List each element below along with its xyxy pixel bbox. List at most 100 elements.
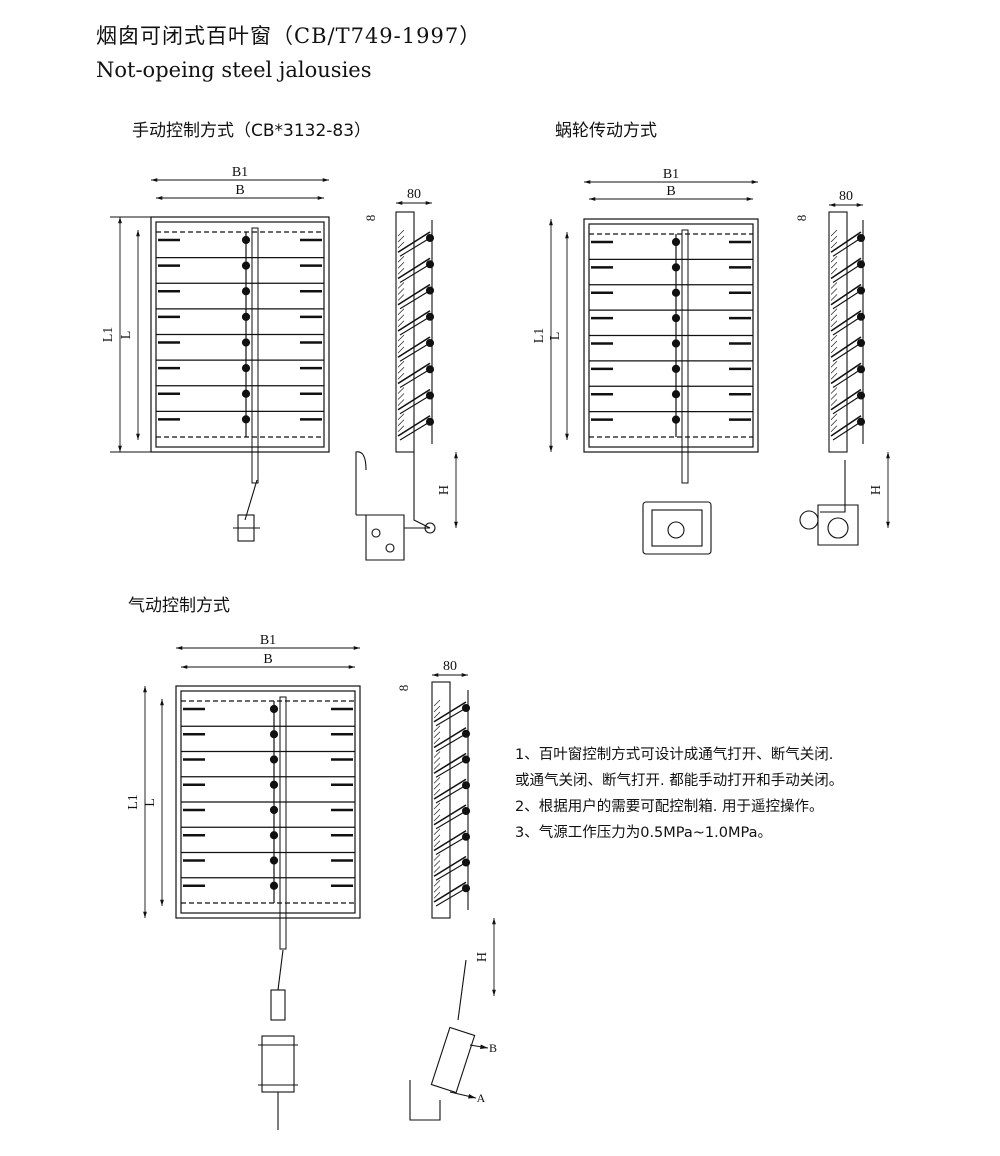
hatch-line (830, 282, 838, 289)
worm-gear-icon (827, 517, 849, 539)
hatch-line (397, 425, 405, 432)
bolt-icon (385, 543, 395, 553)
slat-section (433, 727, 467, 749)
hatch-line (433, 860, 441, 867)
linkage-node (461, 806, 471, 816)
linkage-node (856, 233, 866, 243)
hatch-line (830, 413, 838, 420)
handle-wire (244, 479, 258, 521)
slat-section (435, 810, 467, 830)
dimension-label: B1 (260, 633, 276, 648)
linkage-node (461, 703, 471, 713)
side-frame (431, 681, 451, 919)
slat-section (399, 237, 431, 257)
frame-outer (583, 218, 759, 453)
slat-section (399, 316, 431, 336)
dimension-label: 8 (363, 215, 378, 222)
linkage-node (856, 286, 866, 295)
hatch-line (433, 808, 441, 816)
slat-section (433, 855, 467, 877)
hatch-line (830, 241, 838, 249)
dimension-label: L (548, 332, 563, 341)
slat-section (832, 395, 862, 415)
hatch-line (830, 367, 838, 374)
hatch-line (433, 828, 441, 835)
section-title-pneumatic: 气动控制方式 (128, 596, 230, 616)
hatch-line (433, 751, 441, 758)
hatch-line (397, 399, 405, 406)
linkage-node (856, 312, 866, 321)
slat-section (435, 836, 467, 855)
hatch-line (397, 288, 405, 295)
slat-section (830, 362, 862, 385)
hatch-line (433, 834, 441, 841)
linkage-node (425, 260, 435, 269)
hatch-line (830, 425, 838, 432)
note-line: 3、气源工作压力为0.5MPa~1.0MPa。 (515, 825, 772, 841)
hatch-line (433, 789, 441, 796)
side-frame (395, 211, 415, 453)
slat-section (435, 887, 467, 907)
linkage-node (461, 884, 471, 893)
slat-section (832, 421, 862, 441)
slat-section (830, 231, 862, 253)
hatch-line (830, 288, 838, 295)
gearbox-inner (651, 509, 703, 547)
hatch-line (397, 314, 405, 321)
slat-section (397, 310, 431, 332)
pneumatic-cylinder (261, 1035, 295, 1093)
hatch-line (433, 705, 441, 713)
page-title-en: Not-opeing steel jalousies (96, 58, 372, 82)
frame-outer (175, 685, 361, 919)
hatch-line (397, 256, 405, 263)
hatch-line (397, 235, 405, 243)
linkage-node (425, 312, 435, 321)
frame-outer (150, 216, 330, 453)
hatch-line (433, 886, 441, 893)
piston-rod (457, 959, 467, 1021)
hatch-line (433, 854, 441, 861)
dimension-label: B (666, 184, 675, 199)
slat-section (830, 283, 862, 306)
linkage-node (856, 391, 866, 400)
slat-section (397, 362, 431, 385)
linkage-node (461, 729, 471, 738)
hatch-line (830, 393, 838, 400)
hatch-line (830, 268, 838, 275)
slat-section (832, 290, 862, 310)
hatch-line (830, 235, 838, 243)
dimension-label: L1 (532, 328, 547, 344)
slat-section (433, 778, 467, 800)
pneumatic-cylinder-side (430, 1026, 476, 1094)
dimension-label: 80 (839, 189, 853, 204)
dimension-label: B1 (232, 165, 248, 180)
hatch-line (830, 262, 838, 269)
piston-rod (277, 949, 284, 991)
rod-clevis (270, 989, 286, 1021)
dimension-label: B (489, 1041, 497, 1055)
hatch-line (830, 346, 838, 354)
worm-gear-icon (667, 521, 685, 539)
hatch-line (397, 308, 405, 315)
linkage-node (461, 858, 471, 867)
slat-section (832, 237, 862, 257)
dimension-label: L1 (126, 794, 141, 810)
linkage-node (425, 286, 435, 295)
slat-section (832, 263, 862, 283)
dimension-label: B1 (663, 167, 679, 182)
hatch-line (397, 413, 405, 420)
dimension-label: A (477, 1091, 486, 1105)
leader-a (449, 1091, 477, 1099)
slat-section (435, 862, 467, 881)
handwheel-icon (799, 510, 819, 530)
slat-section (832, 368, 862, 388)
slat-section (435, 733, 467, 752)
slat-section (435, 784, 467, 804)
dimension-label: L1 (101, 327, 116, 343)
slat-section (399, 290, 431, 310)
dimension-label: 8 (794, 215, 809, 222)
linkage-node (425, 417, 435, 426)
slat-section (830, 257, 862, 280)
slat-section (433, 830, 467, 852)
pivot-icon (424, 522, 436, 534)
